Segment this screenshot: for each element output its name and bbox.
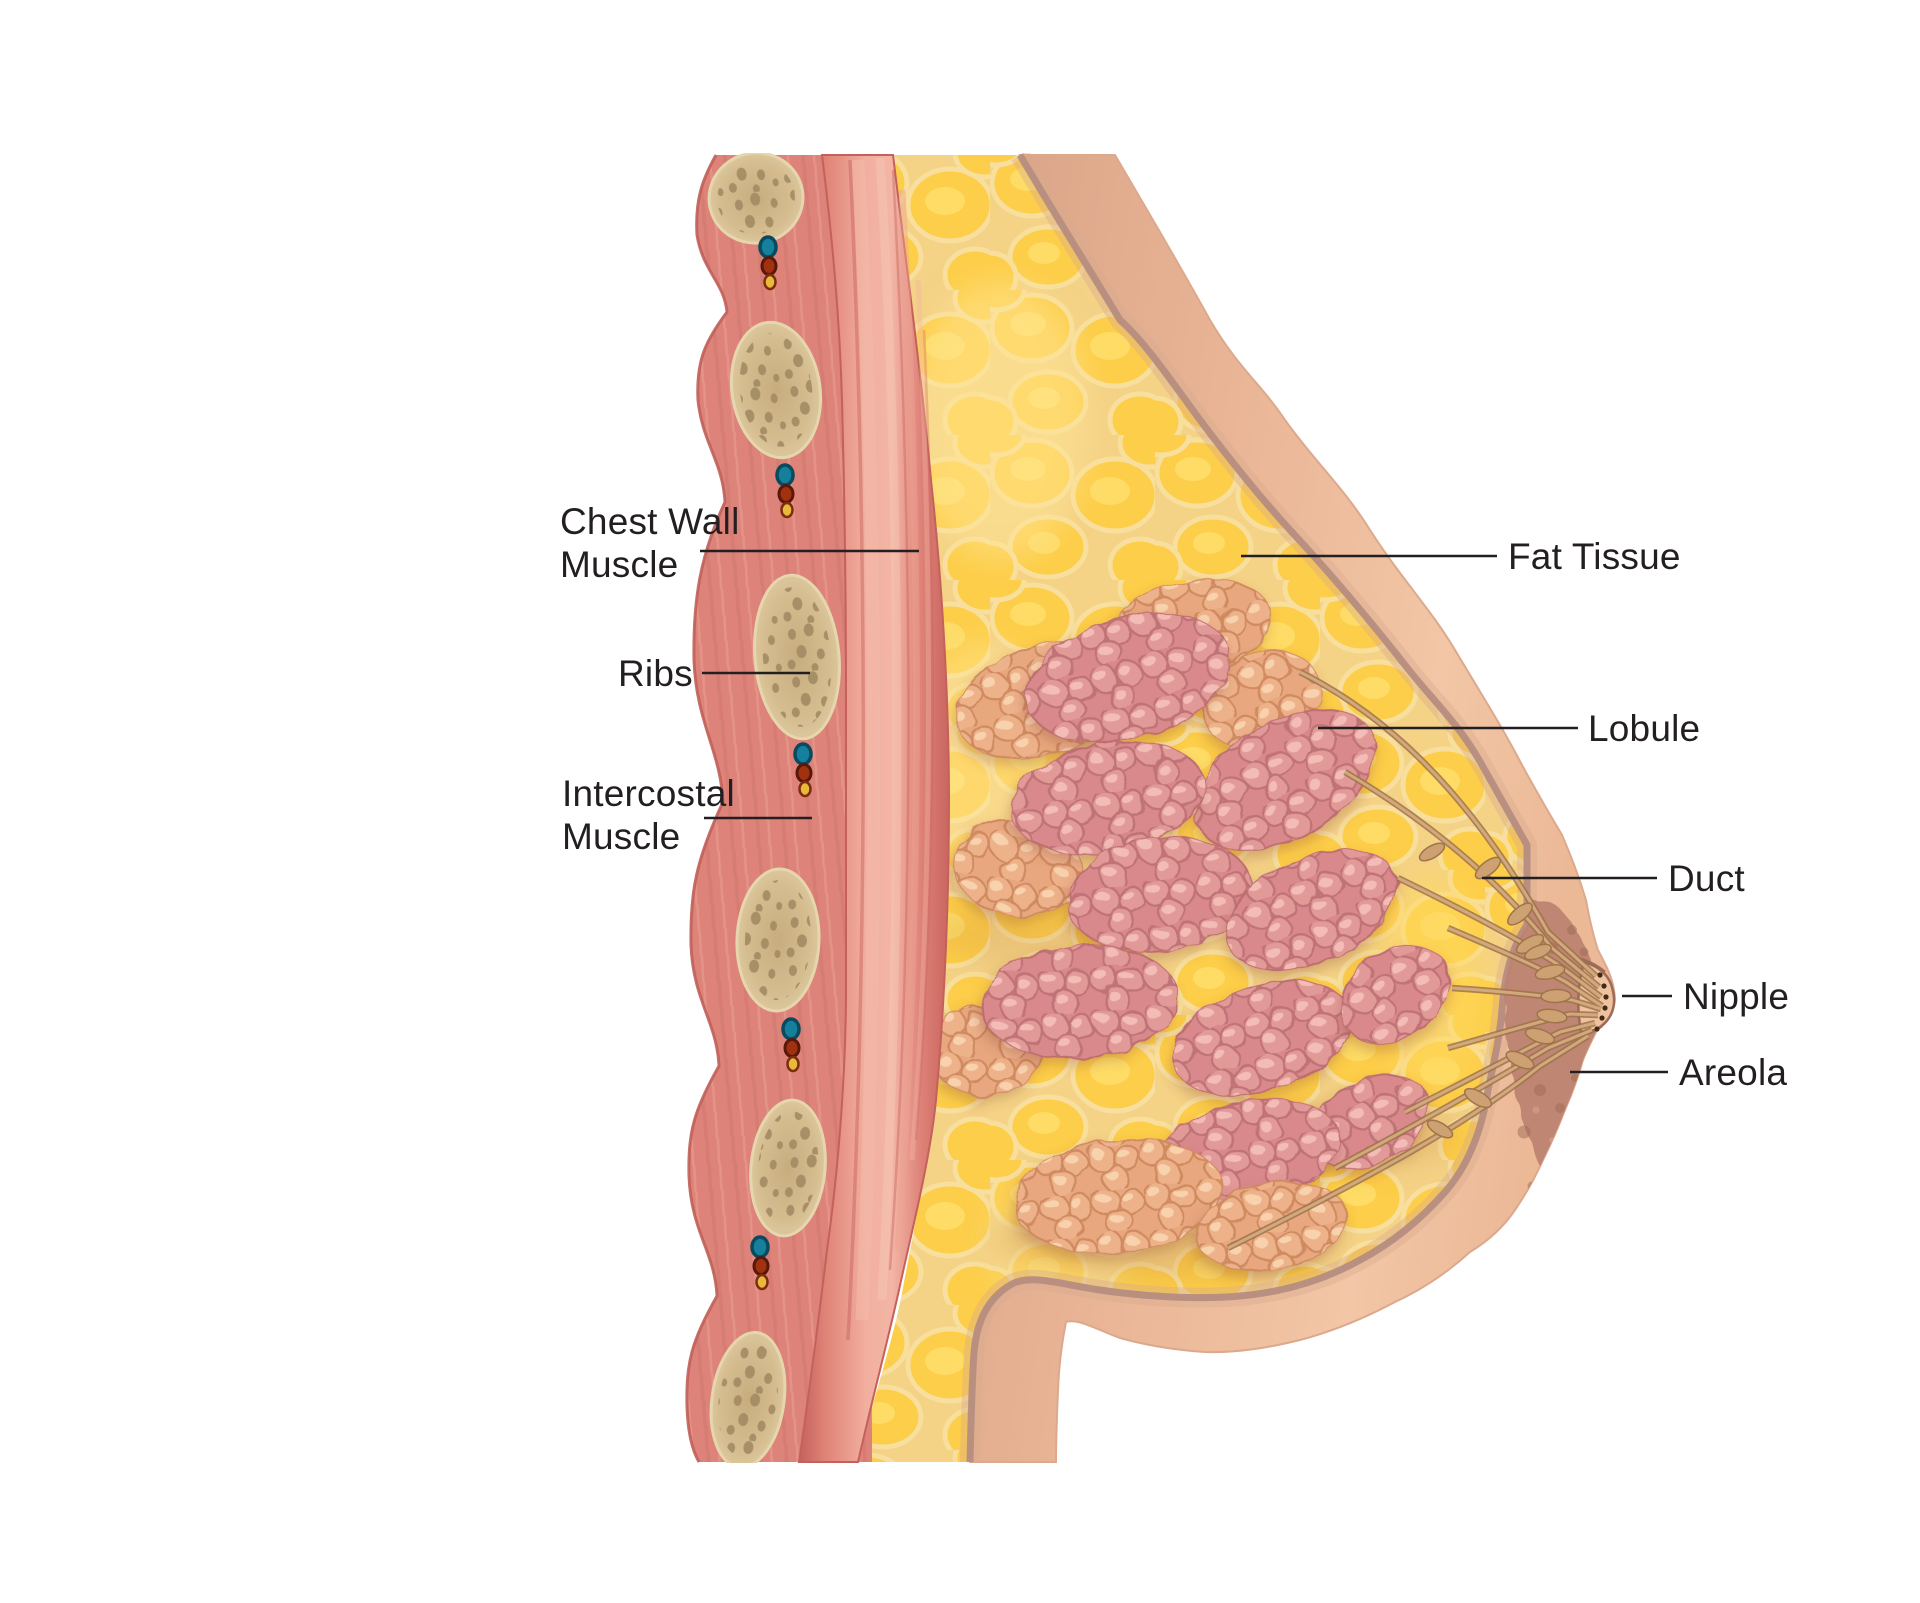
chest-wall-muscle [797,154,951,1463]
label-intercostal-muscle-line2: Muscle [562,816,680,857]
label-duct: Duct [1668,858,1745,899]
label-fat-tissue: Fat Tissue [1508,536,1681,577]
lobule [1010,741,1206,855]
label-areola: Areola [1679,1052,1787,1093]
vessel-bundle [793,742,813,798]
rib [729,320,823,460]
artery [760,256,778,276]
rib [749,1098,827,1238]
rib [709,1330,787,1463]
lobule [1194,708,1376,852]
ducts [1226,669,1609,1251]
duct-openings [1594,972,1609,1032]
label-intercostal-muscle-line1: Intercostal [562,773,735,814]
lobule [1339,945,1451,1045]
vessel-bundle [750,1235,770,1291]
label-lobule: Lobule [1588,708,1700,749]
lobules-front [981,612,1451,1271]
lobule [1310,1074,1430,1170]
vein [775,463,795,487]
vessel-bundle [775,463,795,519]
lactiferous-sinuses [1418,842,1572,1139]
lobule [981,944,1179,1060]
rib [753,573,841,741]
artery [783,1038,801,1058]
vein [781,1017,801,1041]
artery [795,763,813,783]
muscle-striations [846,157,935,1341]
nerve [763,273,777,291]
vein [793,742,813,766]
lobule [1172,979,1352,1097]
intercostal-vessels [750,235,813,1291]
nerve [755,1273,769,1291]
artery [752,1256,770,1276]
intercostal-muscle [685,154,872,1463]
lobule [1226,849,1398,971]
label-chest-wall-muscle-line2: Muscle [560,544,678,585]
labels: Chest Wall Muscle Ribs Intercostal Muscl… [560,501,1789,1093]
label-nipple: Nipple [1683,976,1789,1017]
label-ribs: Ribs [618,653,693,694]
artery [777,484,795,504]
vein [750,1235,770,1259]
chest-wall [685,153,951,1463]
vessel-bundle [758,235,778,291]
lobule [1067,837,1253,953]
leader-lines [700,549,1672,1074]
nerve [780,501,794,519]
lobule [1025,612,1231,744]
rib [735,867,821,1013]
nerve [786,1055,800,1073]
lobule [1013,1138,1223,1254]
ribs [707,153,841,1463]
vein [758,235,778,259]
label-chest-wall-muscle-line1: Chest Wall [560,501,740,542]
nerve [798,780,812,798]
vessel-bundle [781,1017,801,1073]
